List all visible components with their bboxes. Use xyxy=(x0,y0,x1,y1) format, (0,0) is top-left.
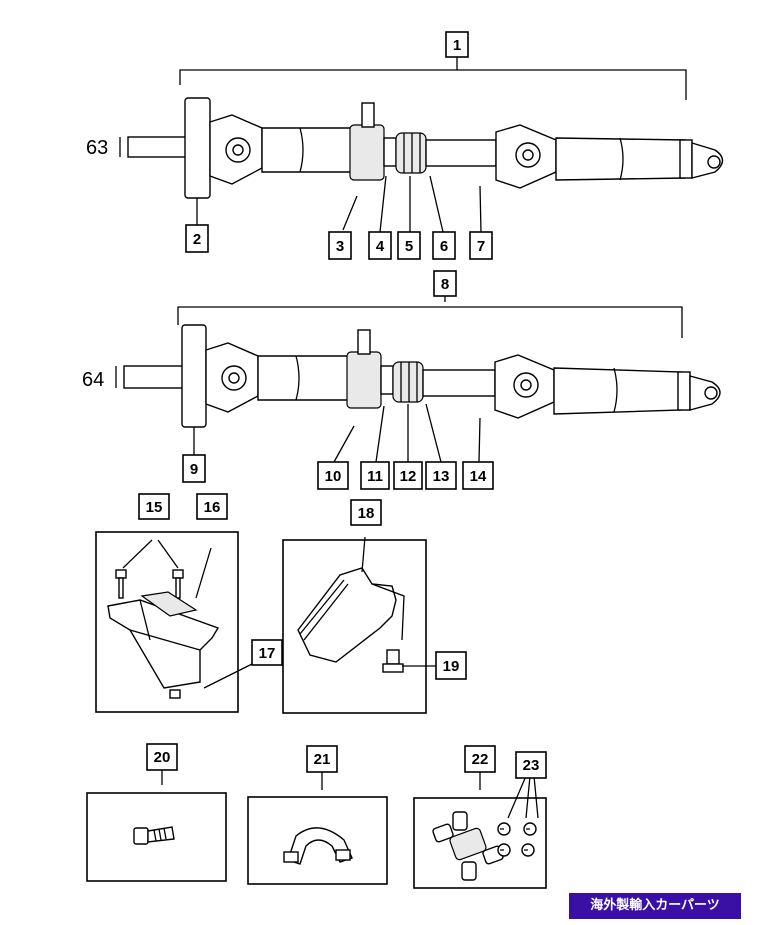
callout-1: 1 xyxy=(445,31,469,58)
skid-plate-nut xyxy=(169,689,181,699)
svg-text:15: 15 xyxy=(146,499,163,516)
assembly-1-bracket xyxy=(179,69,687,100)
svg-text:18: 18 xyxy=(358,505,375,522)
hex-bolt xyxy=(133,826,175,845)
watermark-badge: 海外製輸入カーパーツ xyxy=(569,893,741,919)
callout-8: 8 xyxy=(433,270,457,297)
callout-7: 7 xyxy=(469,231,493,260)
skid-plate-panel xyxy=(95,531,253,713)
shaft-2-stub xyxy=(123,365,187,389)
assembly-2-bracket xyxy=(177,306,683,338)
shaft-1-end-eye xyxy=(691,142,724,179)
callout-18: 18 xyxy=(350,499,382,526)
callout-23: 23 xyxy=(515,751,547,779)
strap-panel xyxy=(247,772,388,885)
shaft-assembly-1 xyxy=(127,57,724,302)
svg-text:4: 4 xyxy=(376,238,385,255)
svg-text:8: 8 xyxy=(441,276,449,293)
svg-text:19: 19 xyxy=(443,658,460,675)
shaft-2-center-bearing xyxy=(346,351,382,409)
svg-text:11: 11 xyxy=(367,468,383,485)
callout-19: 19 xyxy=(435,651,467,680)
callout-6: 6 xyxy=(432,231,456,260)
svg-text:16: 16 xyxy=(204,499,221,516)
shaft-assembly-2 xyxy=(123,306,721,463)
bolt-frame xyxy=(86,792,227,882)
shaft-2-rear-tube xyxy=(553,367,683,415)
shaft-1-rear-tube xyxy=(555,137,686,181)
svg-text:14: 14 xyxy=(470,468,487,485)
callout-16: 16 xyxy=(196,493,228,520)
svg-text:10: 10 xyxy=(325,468,342,485)
shaft-1-stub xyxy=(127,136,191,158)
bolt-panel xyxy=(86,770,227,882)
svg-text:21: 21 xyxy=(314,751,331,768)
callout-20: 20 xyxy=(146,743,178,771)
svg-text:13: 13 xyxy=(433,468,450,485)
svg-text:12: 12 xyxy=(400,468,417,485)
callout-11: 11 xyxy=(360,461,390,490)
heat-shield xyxy=(297,567,397,663)
callout-15: 15 xyxy=(138,493,170,520)
svg-text:17: 17 xyxy=(259,645,276,662)
svg-text:7: 7 xyxy=(477,238,485,255)
shaft-2-front-tube xyxy=(257,355,353,401)
shaft-2-flange xyxy=(181,324,207,428)
svg-text:20: 20 xyxy=(154,749,171,766)
shaft-1-flange xyxy=(184,97,211,199)
svg-text:5: 5 xyxy=(405,238,413,255)
svg-text:3: 3 xyxy=(336,238,344,255)
svg-text:22: 22 xyxy=(472,751,489,768)
shaft-1-slip-tube xyxy=(425,139,497,167)
callout-14: 14 xyxy=(462,461,494,490)
callout-3: 3 xyxy=(328,231,352,260)
shaft-2-slip-tube xyxy=(422,369,496,397)
heat-shield-panel xyxy=(282,536,436,714)
svg-text:6: 6 xyxy=(440,238,448,255)
shaft-1-center-bearing xyxy=(349,124,385,181)
ujoint-panel xyxy=(413,772,547,889)
callout-12: 12 xyxy=(393,461,423,490)
heat-shield-bolt xyxy=(382,649,404,673)
svg-text:2: 2 xyxy=(193,231,201,248)
shaft-1-boot xyxy=(395,132,427,174)
shaft-1-front-tube xyxy=(261,127,356,173)
callout-17: 17 xyxy=(251,639,283,666)
bolt-left xyxy=(115,569,127,599)
watermark-text: 海外製輸入カーパーツ xyxy=(590,898,720,913)
u-bolt-strap xyxy=(287,827,353,865)
callout-5: 5 xyxy=(397,231,421,260)
callout-2: 2 xyxy=(185,224,209,253)
ref-label-63: 63 xyxy=(86,137,108,159)
callout-4: 4 xyxy=(368,231,392,260)
callout-22: 22 xyxy=(464,745,496,773)
callout-10: 10 xyxy=(317,461,349,490)
svg-text:1: 1 xyxy=(453,37,461,54)
callout-9: 9 xyxy=(182,454,206,483)
snap-rings xyxy=(497,822,537,857)
shaft-2-boot xyxy=(392,361,424,403)
callout-21: 21 xyxy=(306,745,338,773)
svg-text:9: 9 xyxy=(190,461,198,478)
callout-13: 13 xyxy=(425,461,457,490)
ref-label-64: 64 xyxy=(82,369,104,391)
svg-text:23: 23 xyxy=(523,757,540,774)
